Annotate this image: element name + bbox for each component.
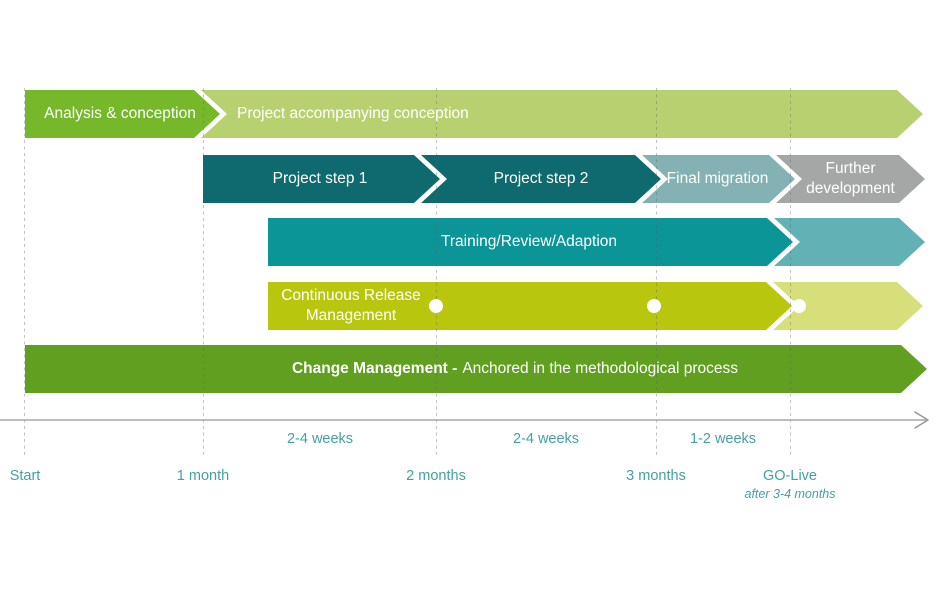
milestone-gridlines — [24, 88, 791, 455]
bar-further-development — [776, 155, 925, 203]
milestone-label-go-live: GO-Live — [763, 468, 817, 484]
bar-project-step-1 — [203, 155, 440, 203]
duration-label-1: 2-4 weeks — [286, 431, 354, 447]
duration-label-3: 1-2 weeks — [689, 431, 757, 447]
bar-final-migration — [642, 155, 795, 203]
bar-training-review-adaption — [268, 218, 793, 266]
bar-release-continuation — [773, 282, 923, 330]
release-milestone-dots — [429, 299, 806, 313]
milestone-dot-2 — [647, 299, 661, 313]
bar-training-continuation — [774, 218, 925, 266]
milestone-label-3-months: 3 months — [626, 468, 686, 484]
duration-label-2: 2-4 weeks — [512, 431, 580, 447]
bar-analysis-conception — [25, 90, 220, 138]
go-live-note: after 3-4 months — [744, 487, 836, 501]
bar-change-management — [25, 345, 927, 393]
milestone-label-1-month: 1 month — [176, 468, 230, 484]
bar-project-step-2 — [421, 155, 661, 203]
milestone-dot-3 — [792, 299, 806, 313]
bar-project-accompanying-conception — [201, 90, 923, 138]
milestone-label-start: Start — [9, 468, 41, 484]
milestone-dot-1 — [429, 299, 443, 313]
milestone-label-2-months: 2 months — [406, 468, 466, 484]
time-axis — [0, 411, 929, 429]
time-axis-arrow-icon — [914, 411, 929, 429]
bar-continuous-release-management — [268, 282, 792, 330]
